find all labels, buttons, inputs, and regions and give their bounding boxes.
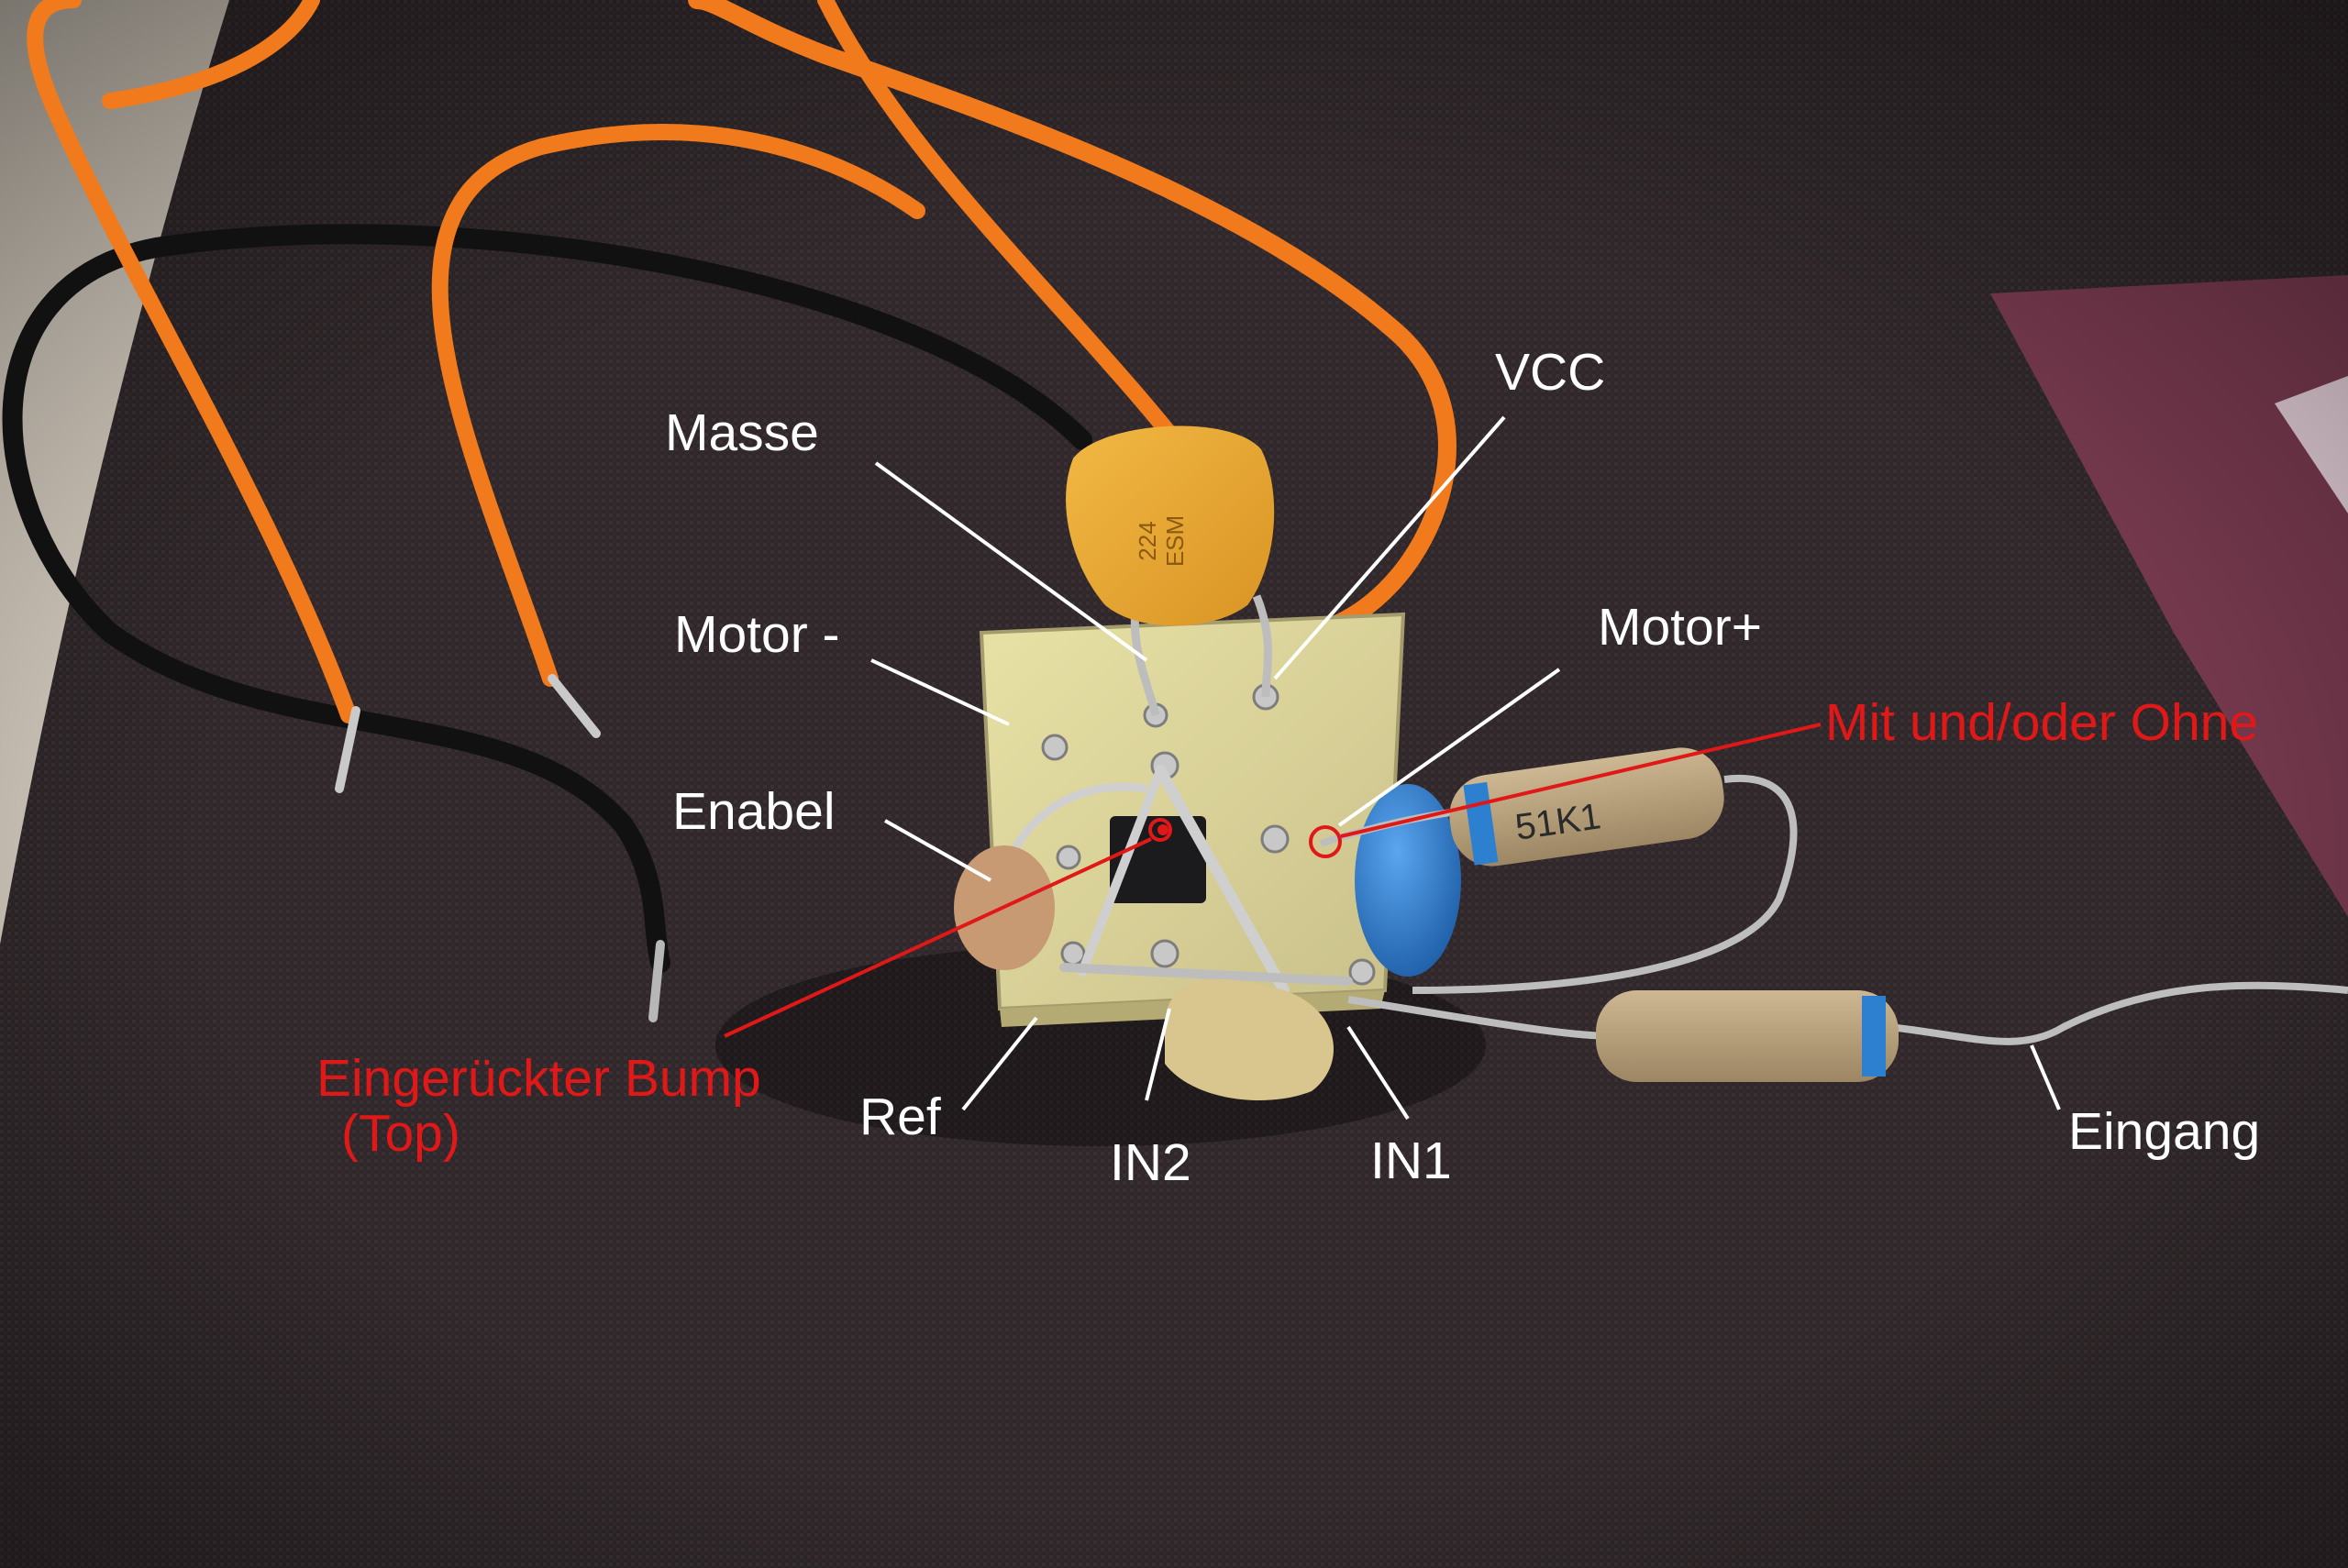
label-ref: Ref [859, 1088, 941, 1146]
label-vcc: VCC [1495, 343, 1606, 402]
label-motor-minus: Motor - [674, 605, 840, 664]
yellow-capacitor-marking: 224 ESM [1134, 515, 1189, 567]
yellow-capacitor [1066, 425, 1275, 626]
label-in1: IN1 [1370, 1132, 1452, 1190]
wire-jumper-1 [1155, 765, 1290, 996]
blue-capacitor [1355, 784, 1461, 977]
svg-text:ESM: ESM [1161, 515, 1189, 567]
orange-wire-1-tip [335, 706, 360, 793]
ic-bump-dot [1157, 824, 1168, 835]
label-motor-plus: Motor+ [1598, 598, 1762, 657]
resistor-1 [1449, 747, 1724, 867]
yellow-capacitor-leg-right [1252, 594, 1272, 698]
orange-wire-2 [431, 124, 925, 687]
resistor-2 [1596, 990, 1899, 1082]
label-bump-top: (Top) [341, 1104, 460, 1163]
wire-jumper-3 [1059, 963, 1353, 986]
orange-wire-3 [102, 0, 320, 109]
label-mit-ohne: Mit und/oder Ohne [1825, 693, 2259, 752]
solder-joints [1041, 683, 1376, 986]
black-wire-tip [648, 940, 665, 1022]
wire-jumper-2 [1078, 766, 1165, 977]
leader-lines [870, 415, 2061, 1121]
resistor-2-band [1862, 996, 1886, 1077]
orange-wire-2-tip [548, 674, 601, 738]
label-masse: Masse [665, 403, 819, 462]
svg-text:224: 224 [1134, 521, 1161, 560]
black-wire [2, 224, 1092, 973]
label-enabel: Enabel [672, 782, 836, 841]
red-annotations [724, 723, 1822, 1038]
label-in2: IN2 [1110, 1133, 1191, 1192]
label-bump: Eingerückter Bump [316, 1049, 761, 1108]
label-eingang: Eingang [2068, 1102, 2261, 1161]
orange-wire-1 [27, 0, 357, 723]
tan-capacitor-bottom [1165, 979, 1334, 1100]
orange-wire-4 [688, 0, 1456, 645]
resistor-2-lead [1347, 981, 2348, 1045]
